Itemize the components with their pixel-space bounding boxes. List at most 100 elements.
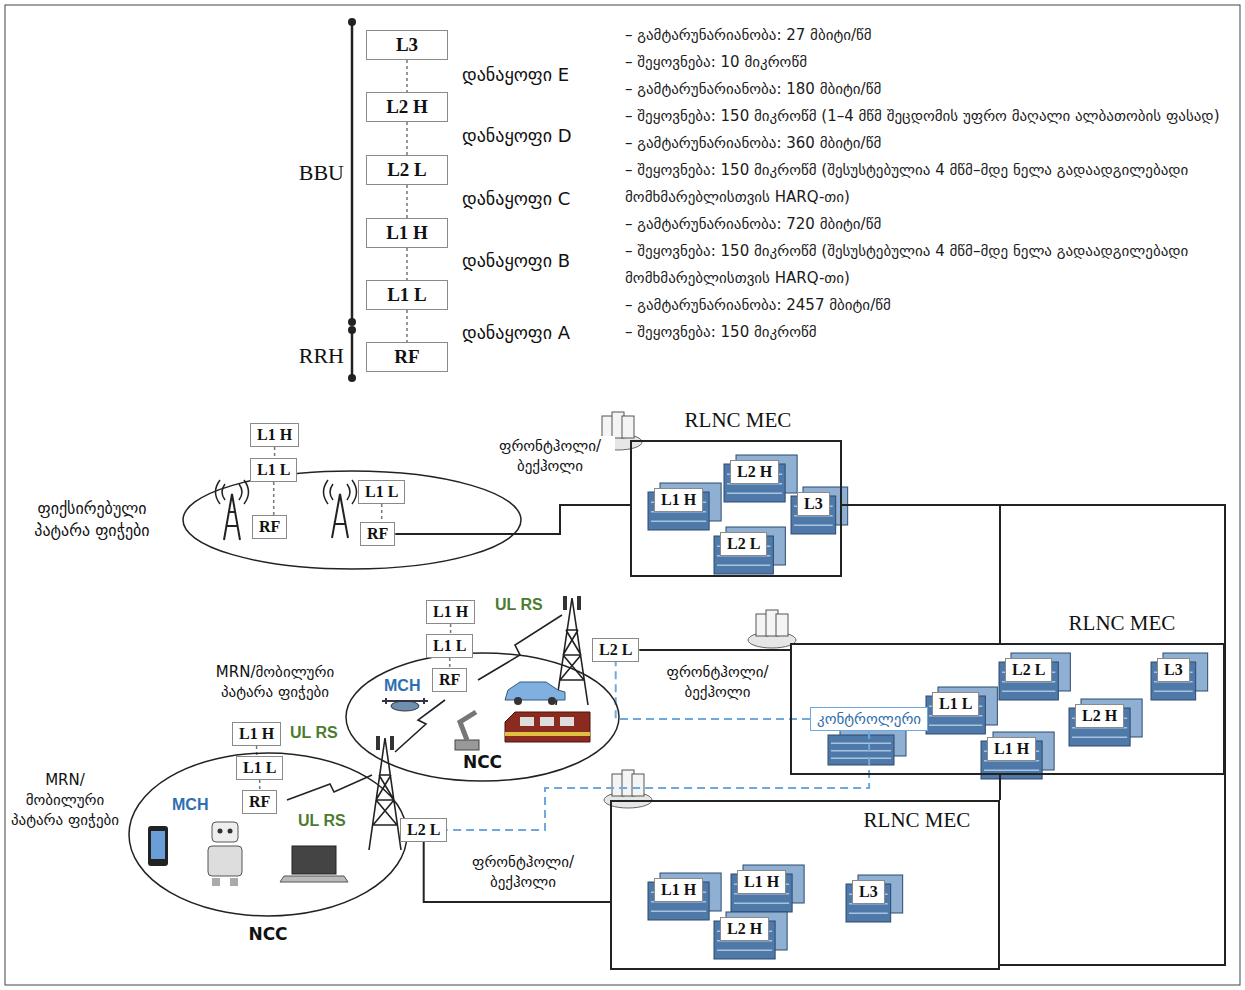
layer-box: L1 H	[250, 423, 299, 447]
layer-name: L1 H	[239, 725, 274, 743]
layer-name: RF	[249, 793, 270, 811]
cell-area-ellipse: ფიქსირებული პატარა ფიჭებიRFL1 LRF	[182, 470, 522, 570]
layer-box: L1 H	[232, 722, 281, 746]
layer-box: L2 H	[366, 92, 448, 122]
link-label: ფრონტჰოლი/ ბექჰოლი	[448, 852, 598, 892]
control-link	[616, 662, 810, 719]
layer-name: RF	[439, 671, 460, 689]
drone-icon	[382, 698, 428, 711]
layer-name: L2 H	[737, 463, 772, 481]
layer-link	[381, 504, 383, 522]
layer-box: L1 H	[654, 878, 703, 902]
train-body	[505, 712, 590, 742]
train-window	[520, 717, 534, 726]
layer-box: L2 L	[400, 818, 447, 842]
layer-name: L1 H	[433, 603, 468, 621]
mec-server-box: RLNC MECL1 HL2 HL3L2 L	[630, 440, 842, 577]
server-rack	[828, 735, 894, 765]
layer-name: L1 H	[661, 881, 696, 899]
transport-link	[639, 649, 790, 651]
ellipse-shape	[183, 471, 521, 569]
rack-slot	[1002, 691, 1055, 693]
layer-name: L2 H	[1082, 707, 1117, 725]
robot-eye	[218, 829, 223, 834]
bracket-dot	[348, 318, 356, 326]
layer-box: L2 L	[366, 155, 448, 185]
layer-link	[273, 482, 275, 515]
layer-box: L3	[1157, 658, 1190, 682]
unit-label: BBU	[278, 160, 344, 186]
layer-name: L1 H	[744, 873, 779, 891]
layer-box: L2 L	[592, 638, 639, 662]
spec-line: – შეყოვნება: 150 მიკროწმ (შესუსტებულია 4…	[625, 157, 1237, 211]
bracket-dot	[348, 374, 356, 382]
robot-icon	[208, 822, 242, 886]
rack-slot	[831, 758, 891, 760]
spec-line: – შეყოვნება: 150 მიკროწმ (შესუსტებულია 4…	[625, 238, 1237, 292]
phone-icon	[148, 826, 168, 866]
car-body	[505, 682, 565, 700]
antenna-waves	[216, 480, 249, 504]
robot-leg	[230, 878, 238, 886]
layer-box: L1 L	[426, 634, 473, 658]
group-heading: RLNC MEC	[632, 408, 844, 433]
tower-panel	[376, 736, 380, 750]
rack-slot	[717, 565, 770, 567]
layer-name: L1 H	[661, 491, 696, 509]
car-icon	[505, 682, 565, 705]
layer-name: L3	[859, 883, 878, 901]
layer-name: L2 L	[407, 821, 440, 839]
rack-slot	[734, 903, 789, 905]
laptop-base	[280, 876, 348, 882]
layer-name: L1 L	[243, 759, 276, 777]
spec-line: – გამტარუნარიანობა: 2457 მბიტი/წმ	[625, 292, 1237, 319]
mch-label: MCH	[172, 796, 222, 814]
layer-link	[274, 447, 276, 458]
rack-slot	[717, 950, 772, 952]
train-icon	[505, 712, 590, 742]
rack-slot	[794, 525, 833, 527]
split-label: დანაყოფი E	[462, 64, 622, 85]
rack-slot	[849, 913, 888, 915]
robot-head	[212, 822, 238, 842]
laptop-screen	[292, 846, 336, 874]
robot-body	[208, 846, 242, 876]
layer-box: L1 H	[737, 870, 786, 894]
mch-label: MCH	[384, 677, 434, 695]
layer-name: L1 L	[365, 483, 398, 501]
layer-name: L3	[367, 34, 447, 56]
layer-box: L1 L	[358, 480, 405, 504]
layer-name: კონტროლერი	[817, 710, 921, 728]
layer-box: RF	[432, 668, 467, 692]
signal-label: UL RS	[290, 724, 350, 742]
group-heading: NCC	[243, 924, 293, 944]
layer-name: L2 L	[1012, 661, 1045, 679]
link-label: ფრონტჰოლი/ ბექჰოლი	[485, 436, 615, 476]
group-heading: ფიქსირებული პატარა ფიჭები	[12, 498, 172, 542]
transport-link	[842, 505, 1225, 965]
arm-link	[460, 712, 476, 740]
frame	[5, 5, 1240, 985]
layer-box: RF	[366, 342, 448, 372]
ellipse-shape	[346, 653, 619, 781]
spec-line: – შეყოვნება: 150 მიკროწმ	[625, 319, 1237, 346]
layer-name: L2 H	[727, 920, 762, 938]
layer-link	[406, 60, 408, 92]
unit-label: RRH	[278, 343, 344, 369]
group-heading: RLNC MEC	[852, 808, 982, 833]
mec-server-icon	[748, 610, 796, 648]
layer-name: RF	[259, 518, 280, 536]
antenna-symbol	[332, 494, 348, 538]
layer-name: L1 H	[367, 222, 447, 244]
cell-group-label: MRN/ მობილური პატარა ფიჭები	[6, 770, 124, 830]
ellipse-outline	[182, 470, 522, 570]
transport-link	[999, 775, 1001, 800]
train-window	[560, 717, 574, 726]
layer-box: L1 L	[932, 692, 979, 716]
layer-link	[406, 185, 408, 218]
mec-server-box: RLNC MECკონტროლერიL2 LL3L1 LL2 HL1 H	[790, 643, 1225, 775]
group-heading: NCC	[460, 752, 505, 772]
bracket-dot	[348, 326, 356, 334]
layer-name: L1 L	[367, 284, 447, 306]
